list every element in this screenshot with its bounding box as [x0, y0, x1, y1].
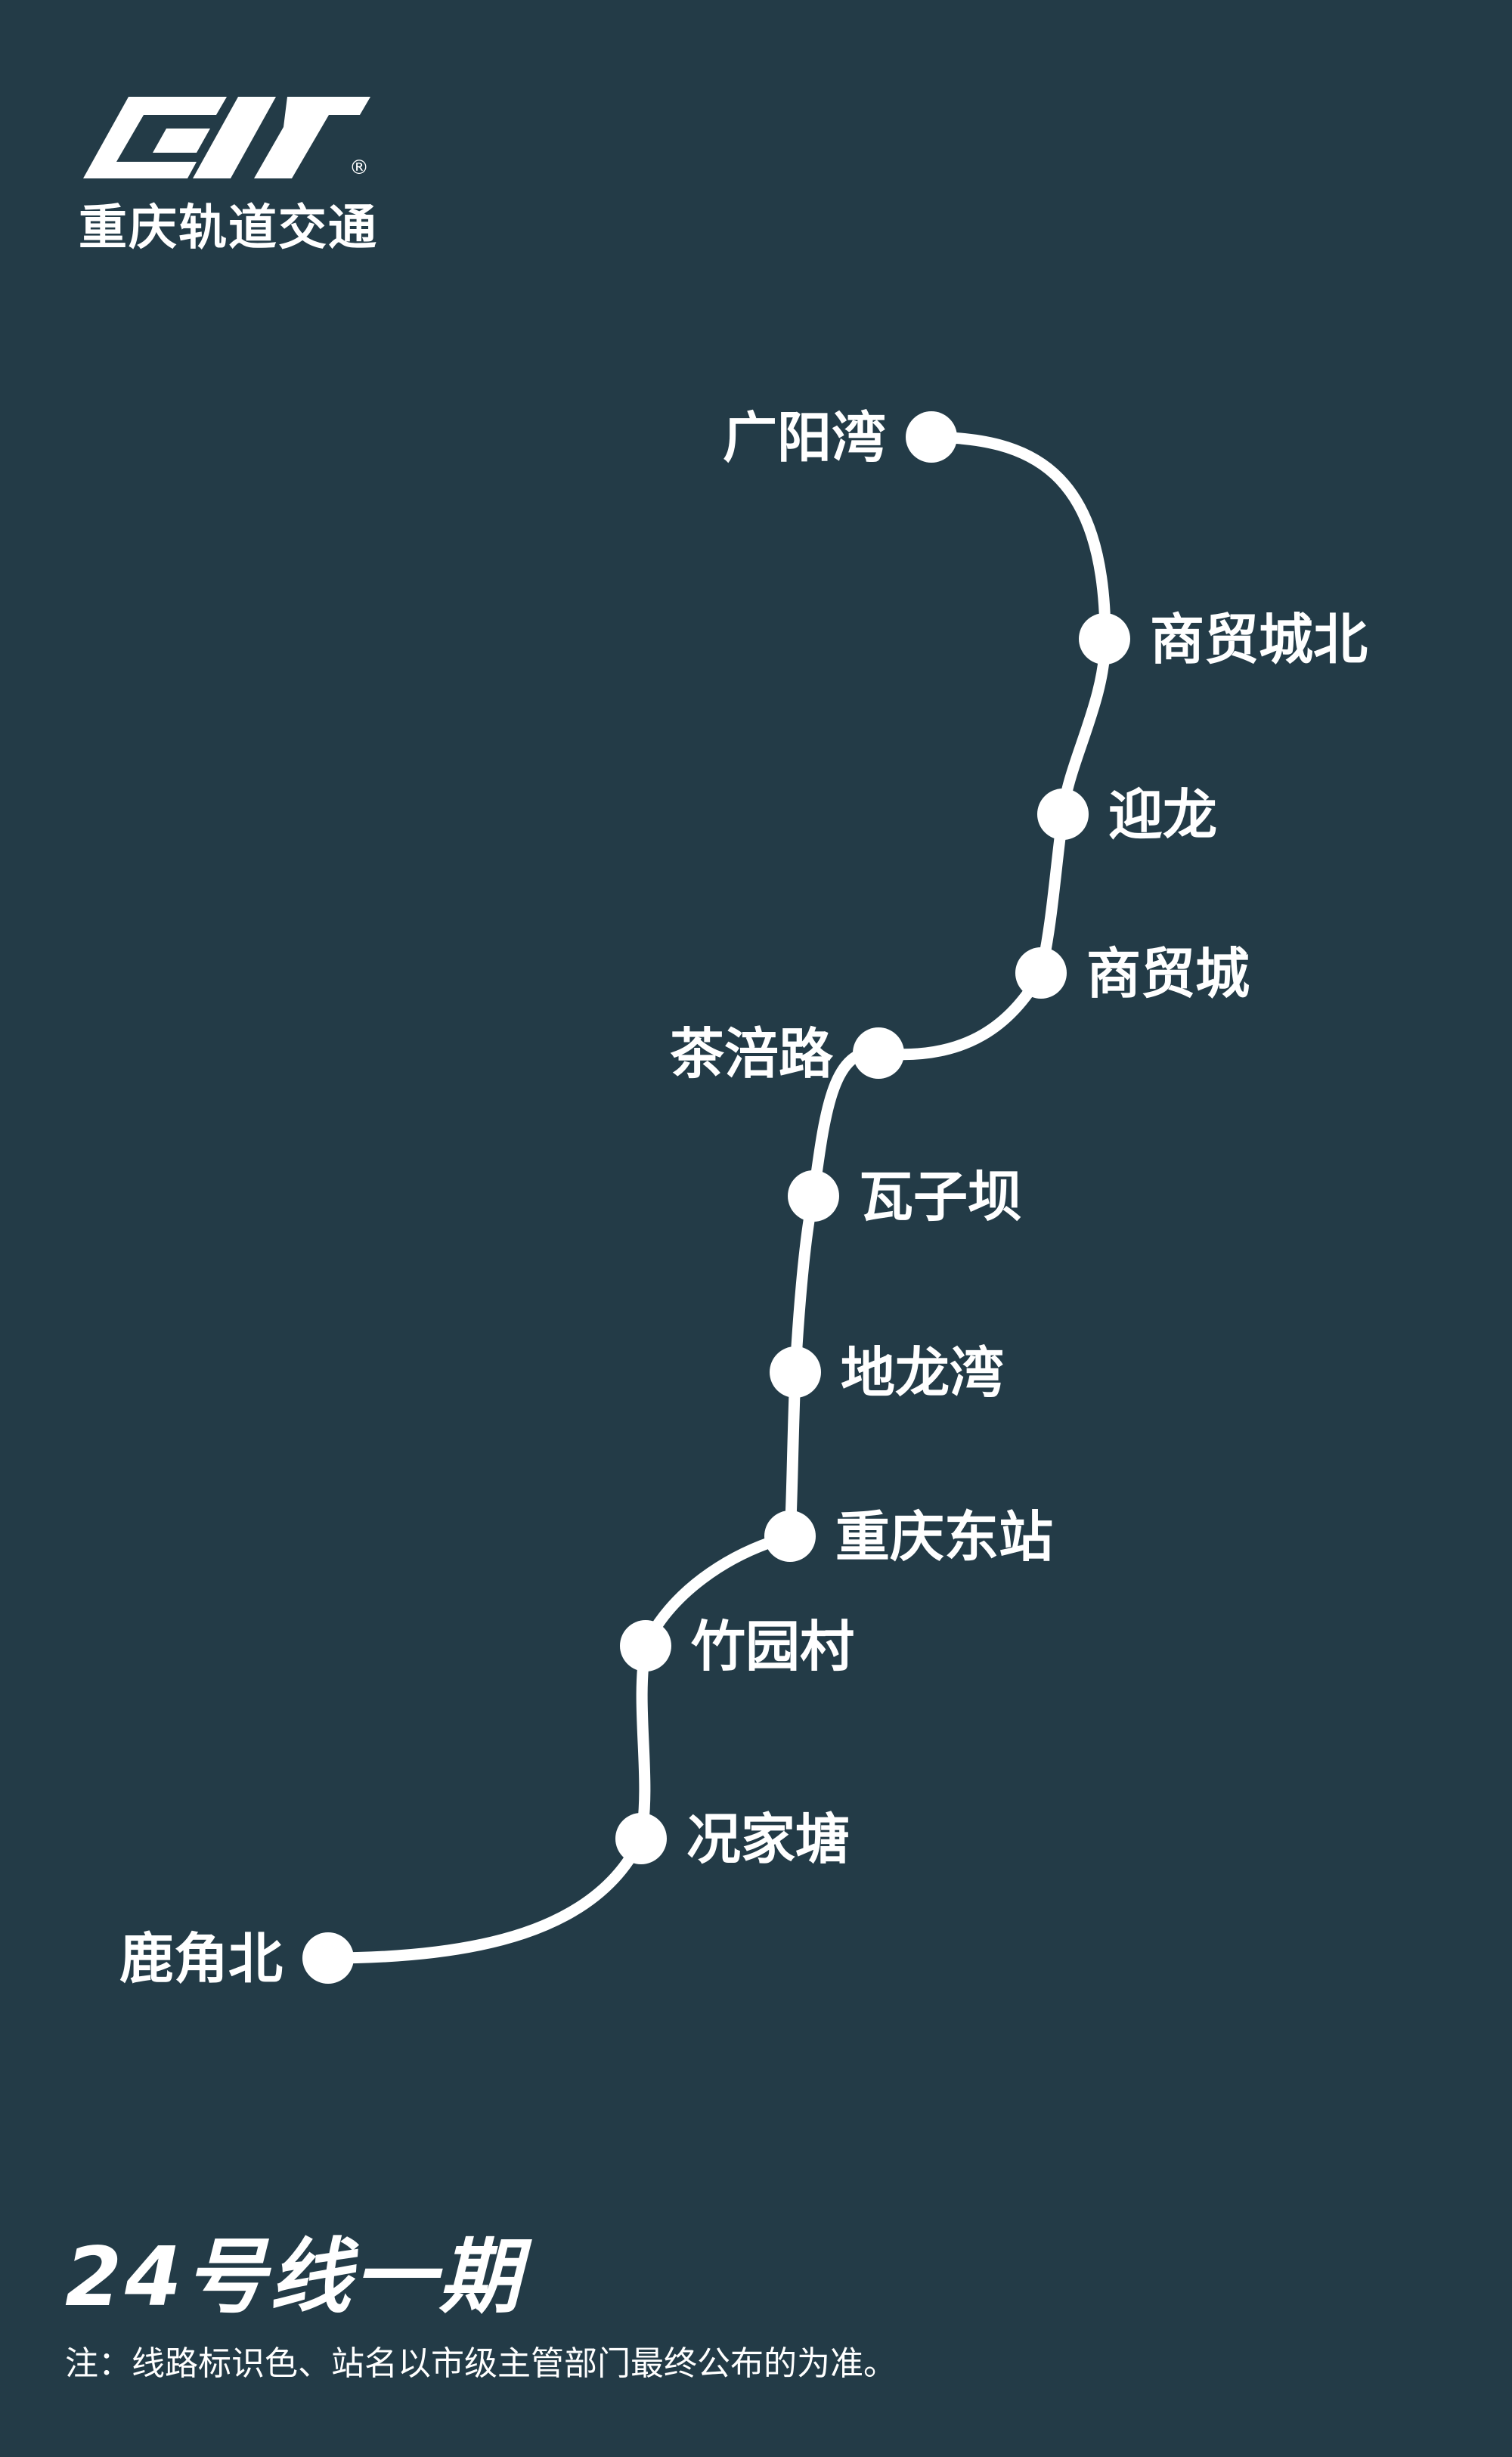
station-marker [764, 1510, 816, 1562]
station: 商贸城 [1015, 942, 1250, 1005]
station-marker [853, 1027, 904, 1079]
station-label: 瓦子坝 [859, 1165, 1022, 1228]
station-marker [620, 1620, 671, 1672]
station-marker [1079, 613, 1130, 665]
station-marker [788, 1170, 839, 1222]
station-label: 商贸城北 [1150, 608, 1368, 671]
station: 竹园村 [620, 1615, 854, 1678]
station: 迎龙 [1037, 783, 1217, 847]
station-label: 重庆东站 [835, 1505, 1053, 1569]
station: 商贸城北 [1079, 608, 1368, 671]
line-title: 24号线一期 [65, 2230, 524, 2325]
brand-name: 重庆轨道交通 [79, 200, 378, 256]
station-label: 迎龙 [1108, 783, 1217, 847]
station-marker [302, 1932, 354, 1984]
station-label: 况家塘 [686, 1808, 850, 1871]
station-label: 广阳湾 [723, 406, 886, 469]
station: 重庆东站 [764, 1505, 1053, 1569]
station: 地龙湾 [770, 1341, 1004, 1405]
station: 茶涪路 [670, 1022, 904, 1086]
station-marker [1015, 947, 1067, 999]
disclaimer-note: 注：线路标识色、站名以市级主管部门最终公布的为准。 [65, 2344, 897, 2383]
station-marker [906, 411, 957, 463]
station-label: 商贸城 [1086, 942, 1250, 1005]
station: 广阳湾 [723, 406, 957, 469]
station-marker [1037, 789, 1089, 840]
station-label: 茶涪路 [670, 1022, 834, 1086]
station-marker [770, 1346, 821, 1398]
station-label: 鹿角北 [119, 1927, 283, 1991]
station: 况家塘 [615, 1808, 850, 1871]
station: 鹿角北 [119, 1927, 354, 1991]
station-marker [615, 1813, 667, 1864]
registered-mark: ® [349, 156, 369, 179]
station: 瓦子坝 [788, 1165, 1022, 1228]
cqrt-logo-icon: ® [83, 97, 370, 179]
station-label: 竹园村 [691, 1615, 854, 1678]
station-label: 地龙湾 [841, 1341, 1004, 1405]
